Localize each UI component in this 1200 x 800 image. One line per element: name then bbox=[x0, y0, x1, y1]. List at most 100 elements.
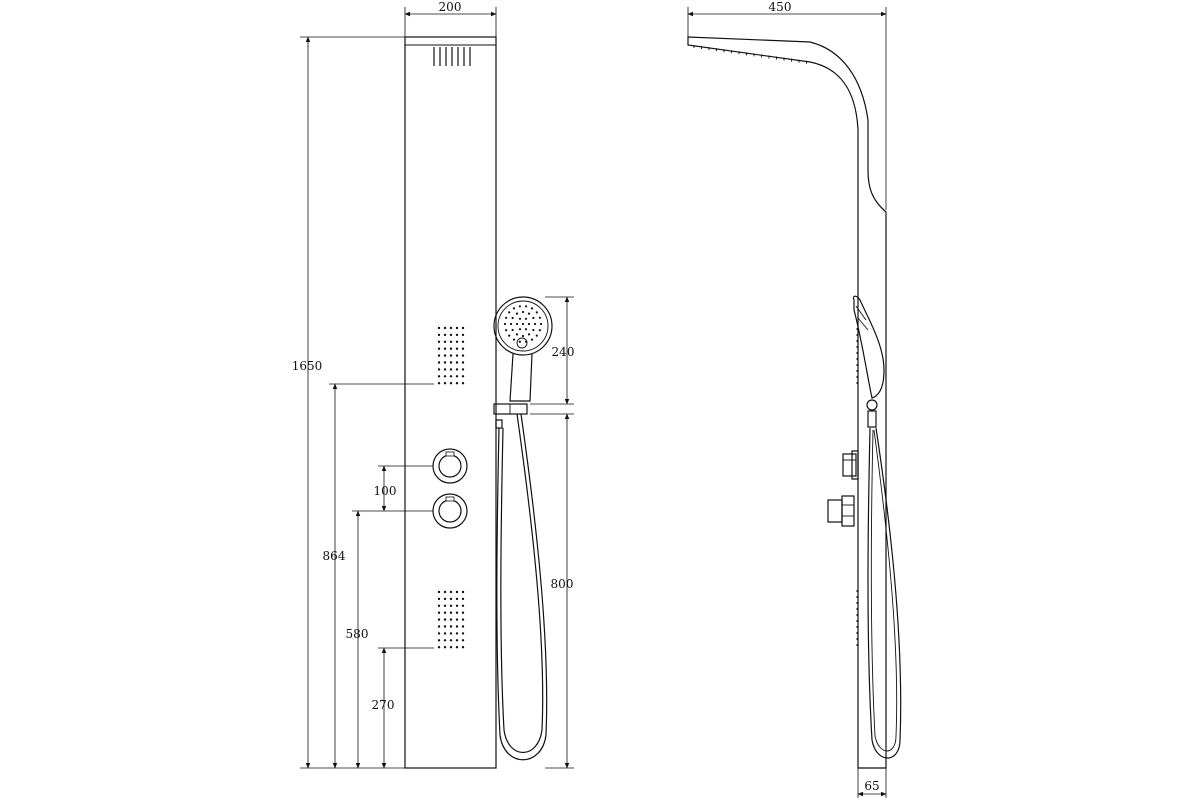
nozzle-dot bbox=[443, 354, 447, 357]
dim-label-width: 200 bbox=[439, 0, 462, 14]
hose-inner bbox=[500, 413, 544, 754]
nozzle-dot bbox=[455, 639, 459, 642]
nozzle-dot bbox=[521, 322, 525, 326]
nozzle-dot bbox=[455, 333, 459, 337]
nozzle-dot bbox=[455, 326, 459, 330]
nozzle-dot bbox=[449, 340, 453, 343]
front-dimensions: 200 1650 864 580 270 100 240 800 bbox=[292, 0, 574, 769]
nozzle-dot bbox=[455, 618, 459, 621]
nozzle-dot bbox=[455, 368, 459, 371]
nozzle-dot bbox=[455, 375, 459, 378]
nozzle-dot bbox=[455, 646, 459, 649]
dim-label-lower-valve: 580 bbox=[346, 627, 369, 641]
nozzle-dot bbox=[437, 590, 441, 594]
hand-shower-head bbox=[493, 296, 553, 402]
nozzle-dot bbox=[443, 368, 447, 371]
nozzle-dot bbox=[461, 597, 465, 601]
side-hose bbox=[867, 427, 902, 759]
side-rain-nozzles bbox=[693, 45, 807, 64]
nozzle-dot bbox=[443, 611, 447, 614]
nozzle-dot bbox=[521, 334, 525, 338]
lower-body-jets bbox=[437, 590, 465, 649]
nozzle-dot bbox=[449, 611, 453, 614]
nozzle-dot bbox=[437, 382, 441, 385]
nozzle-dot bbox=[525, 340, 528, 343]
nozzle-dot bbox=[461, 375, 465, 378]
nozzle-dot bbox=[449, 632, 453, 635]
nozzle-dot bbox=[461, 611, 465, 614]
nozzle-dot bbox=[455, 382, 459, 385]
nozzle-dot bbox=[443, 382, 447, 385]
rain-head-nozzles bbox=[433, 47, 471, 66]
nozzle-dot bbox=[533, 322, 537, 326]
nozzle-dot bbox=[461, 382, 465, 385]
nozzle-dot bbox=[538, 316, 542, 319]
nozzle-dot bbox=[461, 340, 465, 343]
nozzle-dot bbox=[437, 639, 441, 642]
nozzle-dot bbox=[443, 340, 447, 343]
side-holder-ring bbox=[866, 399, 878, 411]
nozzle-dot bbox=[461, 639, 465, 642]
nozzle-dot bbox=[449, 347, 453, 350]
nozzle-dot bbox=[525, 305, 528, 308]
nozzle-dot bbox=[521, 310, 525, 314]
nozzle-dot bbox=[461, 368, 465, 371]
nozzle-dot bbox=[437, 646, 441, 649]
nozzle-dot bbox=[449, 597, 453, 601]
side-upper-valve bbox=[842, 450, 859, 480]
nozzle-dot bbox=[461, 326, 465, 330]
nozzle-dot bbox=[518, 317, 522, 320]
hand-shower-holder bbox=[493, 403, 528, 415]
nozzle-dot bbox=[512, 338, 516, 341]
nozzle-dot bbox=[532, 328, 535, 332]
nozzle-dot bbox=[455, 625, 459, 628]
nozzle-dot bbox=[518, 328, 522, 331]
nozzle-dot bbox=[437, 625, 441, 628]
nozzle-dot bbox=[535, 334, 538, 337]
dim-label-holder-height: 800 bbox=[551, 577, 574, 591]
dim-label-upper-jets: 864 bbox=[323, 549, 346, 563]
nozzle-dot bbox=[449, 326, 453, 330]
nozzle-dot bbox=[437, 340, 441, 343]
nozzle-dot bbox=[443, 347, 447, 350]
nozzle-dot bbox=[455, 347, 459, 350]
nozzle-dot bbox=[535, 311, 538, 314]
hose-outer bbox=[496, 413, 548, 761]
nozzle-dot bbox=[518, 340, 522, 343]
front-panel-body bbox=[404, 36, 497, 769]
nozzle-dot bbox=[437, 611, 441, 614]
nozzle-dot bbox=[455, 354, 459, 357]
nozzle-dot bbox=[449, 639, 453, 642]
nozzle-dot bbox=[532, 316, 535, 320]
nozzle-dot bbox=[449, 604, 453, 607]
nozzle-dot bbox=[512, 307, 516, 310]
nozzle-dot bbox=[443, 646, 447, 649]
nozzle-dot bbox=[538, 329, 542, 332]
nozzle-dot bbox=[443, 326, 447, 330]
nozzle-dot bbox=[437, 354, 441, 357]
nozzle-dot bbox=[505, 329, 508, 332]
nozzle-dot bbox=[461, 347, 465, 350]
nozzle-dot bbox=[449, 590, 453, 594]
nozzle-dot bbox=[461, 354, 465, 357]
lower-valve-knob bbox=[432, 493, 468, 529]
nozzle-dot bbox=[443, 625, 447, 628]
nozzle-dot bbox=[524, 328, 528, 331]
hose-outlet bbox=[495, 419, 503, 429]
nozzle-dot bbox=[527, 322, 531, 326]
nozzle-dot bbox=[505, 316, 508, 319]
nozzle-dot bbox=[455, 340, 459, 343]
nozzle-dot bbox=[515, 322, 519, 326]
nozzle-dot bbox=[449, 646, 453, 649]
dim-label-depth-base: 65 bbox=[864, 779, 879, 793]
nozzle-dot bbox=[437, 326, 441, 330]
nozzle-dot bbox=[455, 632, 459, 635]
nozzle-dot bbox=[461, 625, 465, 628]
nozzle-dot bbox=[443, 333, 447, 337]
nozzle-dot bbox=[449, 382, 453, 385]
nozzle-dot bbox=[524, 317, 528, 320]
side-dimensions: 450 65 bbox=[687, 0, 887, 798]
nozzle-dot bbox=[449, 618, 453, 621]
nozzle-dot bbox=[455, 597, 459, 601]
